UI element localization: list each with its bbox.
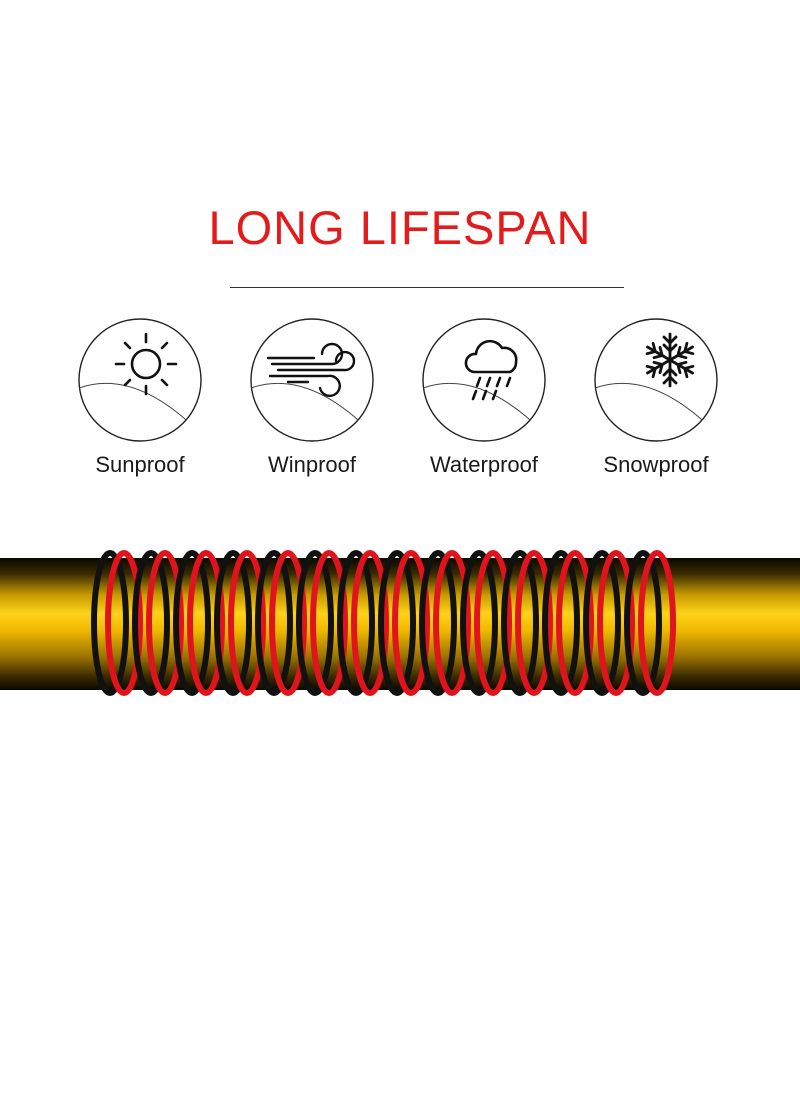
red-wire-loop [310, 550, 348, 696]
wire-coil-illustration [0, 550, 800, 696]
black-wire-loop [214, 550, 252, 696]
black-wire-loop [460, 550, 498, 696]
feature-waterproof: Waterproof [414, 316, 554, 478]
black-wire-loop [501, 550, 539, 696]
feature-label: Winproof [267, 452, 357, 477]
sun-icon [78, 318, 202, 442]
product-image [0, 540, 800, 710]
red-wire-loop [392, 550, 430, 696]
red-wire-loop [597, 550, 635, 696]
red-wire-loop [474, 550, 512, 696]
black-wire-loop [378, 550, 416, 696]
black-wire-loop [624, 550, 662, 696]
wind-icon [250, 318, 374, 442]
page-title: LONG LIFESPAN [208, 201, 592, 254]
black-wire-loop [173, 550, 211, 696]
black-wire-loop [583, 550, 621, 696]
red-wire-loop [638, 550, 676, 696]
black-wire-loop [296, 550, 334, 696]
red-wire-loop [228, 550, 266, 696]
red-wire-loop [515, 550, 553, 696]
red-wire-loop [105, 550, 143, 696]
black-wire-loop [419, 550, 457, 696]
wire-coils [91, 550, 676, 696]
black-wire-loop [91, 550, 129, 696]
black-wire-loop [132, 550, 170, 696]
red-wire-loop [351, 550, 389, 696]
feature-label: Waterproof [429, 452, 538, 477]
black-wire-loop [337, 550, 375, 696]
red-wire-loop [187, 550, 225, 696]
red-wire-loop [433, 550, 471, 696]
feature-winproof: Winproof [242, 316, 382, 478]
feature-label: Sunproof [95, 452, 185, 477]
feature-snowproof: Snowproof [586, 316, 726, 478]
red-wire-loop [269, 550, 307, 696]
rain-cloud-icon [422, 318, 546, 442]
snowflake-icon [594, 318, 718, 442]
red-wire-loop [146, 550, 184, 696]
red-wire-loop [556, 550, 594, 696]
feature-label: Snowproof [603, 452, 709, 477]
title-divider [230, 287, 624, 288]
black-wire-loop [542, 550, 580, 696]
black-wire-loop [255, 550, 293, 696]
feature-sunproof: Sunproof [70, 316, 210, 478]
